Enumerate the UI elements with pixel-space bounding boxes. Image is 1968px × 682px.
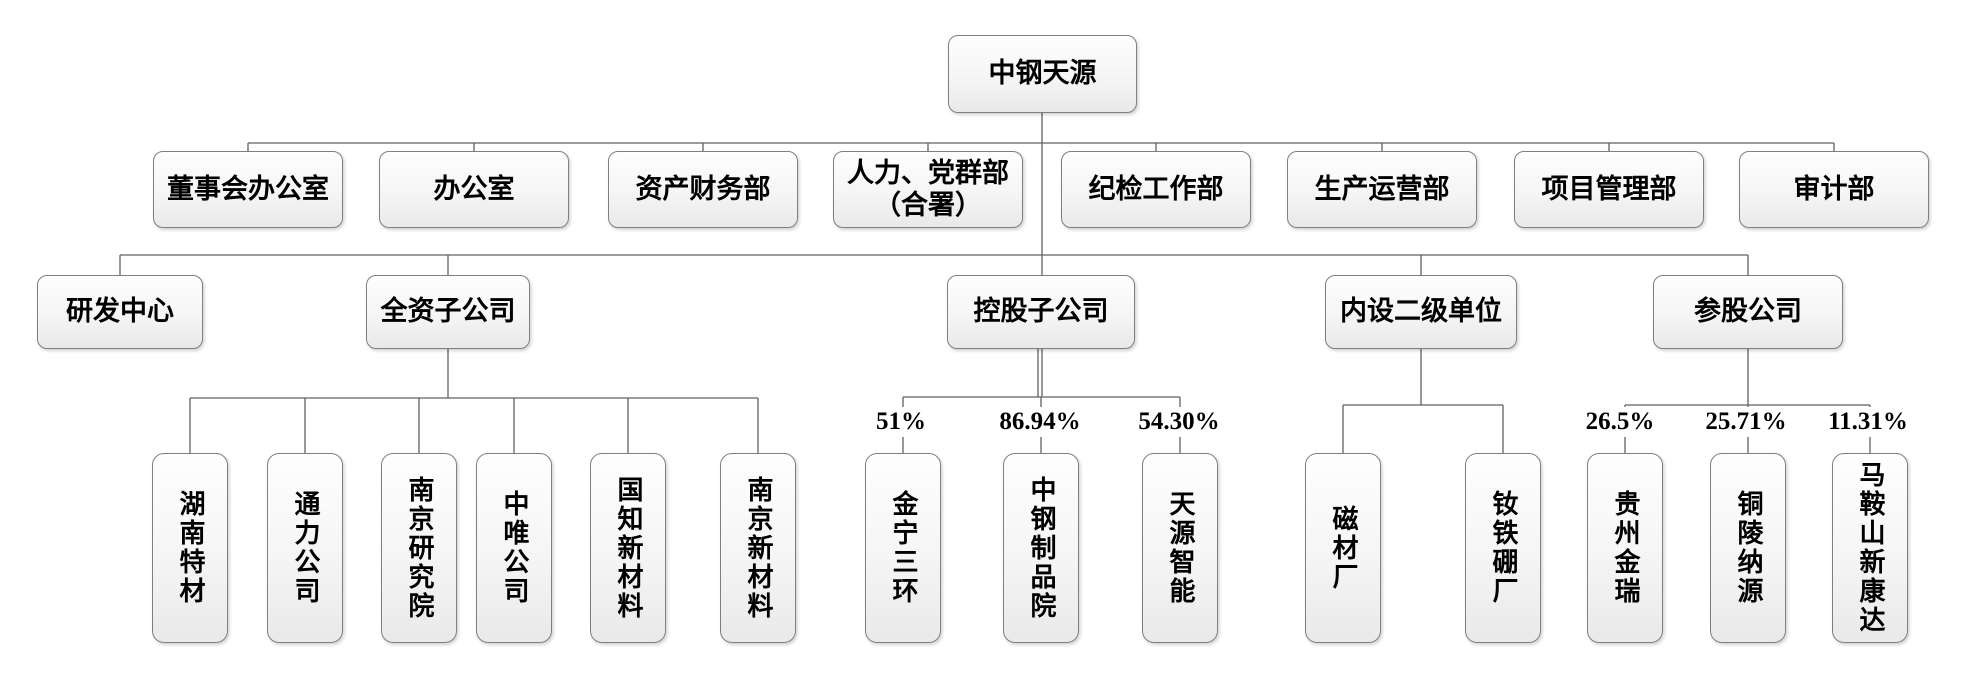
dept-node-office: 办公室 (379, 151, 569, 228)
dept-node-discipline: 纪检工作部 (1061, 151, 1251, 228)
sub-node-label: 湖南特材 (176, 490, 205, 606)
pct-label-zhineng: 54.30% (1135, 407, 1223, 437)
dept-node-project-mgmt: 项目管理部 (1514, 151, 1704, 228)
sub-node-cicai-chang: 磁材厂 (1305, 453, 1381, 643)
sub-node-zhongwei: 中唯公司 (476, 453, 552, 643)
sub-node-label: 中钢制品院 (1027, 475, 1056, 621)
sub-node-label: 马鞍山新康达 (1856, 461, 1885, 635)
sub-node-label: 南京研究院 (405, 475, 434, 621)
sub-node-guizhou-jinrui: 贵州金瑞 (1587, 453, 1663, 643)
pct-label-zhipinyuan: 86.94% (996, 407, 1084, 437)
branch-node-holding: 控股子公司 (947, 275, 1135, 349)
sub-node-label: 磁材厂 (1329, 504, 1358, 592)
sub-node-label: 铜陵纳源 (1734, 490, 1763, 606)
sub-node-label: 天源智能 (1166, 490, 1195, 606)
sub-node-label: 中唯公司 (500, 490, 529, 606)
sub-node-label: 通力公司 (291, 490, 320, 606)
sub-node-label: 南京新材料 (744, 475, 773, 621)
sub-node-tongli: 通力公司 (267, 453, 343, 643)
branch-node-rnd-center: 研发中心 (37, 275, 203, 349)
dept-node-finance: 资产财务部 (608, 151, 798, 228)
sub-node-jinning-sanhuan: 金宁三环 (865, 453, 941, 643)
sub-node-nanjing-yanjiuyuan: 南京研究院 (381, 453, 457, 643)
sub-node-zhonggang-zhipinyuan: 中钢制品院 (1003, 453, 1079, 643)
root-node: 中钢天源 (948, 35, 1137, 113)
sub-node-label: 金宁三环 (889, 490, 918, 606)
pct-label-nayuan: 25.71% (1702, 407, 1790, 437)
sub-node-tianyuan-zhineng: 天源智能 (1142, 453, 1218, 643)
sub-node-guozhi-xincailiao: 国知新材料 (590, 453, 666, 643)
sub-node-hunan-tecai: 湖南特材 (152, 453, 228, 643)
branch-node-equity: 参股公司 (1653, 275, 1843, 349)
pct-label-jinning: 51% (873, 407, 929, 437)
dept-node-hr-party: 人力、党群部 （合署） (833, 151, 1023, 228)
pct-label-jinrui: 26.5% (1582, 407, 1658, 437)
dept-node-board-office: 董事会办公室 (153, 151, 343, 228)
dept-node-operations: 生产运营部 (1287, 151, 1477, 228)
sub-node-tongling-nayuan: 铜陵纳源 (1710, 453, 1786, 643)
pct-label-xinkangda: 11.31% (1825, 407, 1911, 437)
sub-node-label: 钕铁硼厂 (1489, 490, 1518, 606)
sub-node-label: 国知新材料 (614, 475, 643, 621)
sub-node-nvtiepeng-chang: 钕铁硼厂 (1465, 453, 1541, 643)
branch-node-internal-units: 内设二级单位 (1325, 275, 1517, 349)
dept-node-audit: 审计部 (1739, 151, 1929, 228)
branch-node-wholly-owned: 全资子公司 (366, 275, 530, 349)
sub-node-nanjing-xincailiao: 南京新材料 (720, 453, 796, 643)
sub-node-maanshan-xinkangda: 马鞍山新康达 (1832, 453, 1908, 643)
sub-node-label: 贵州金瑞 (1611, 490, 1640, 606)
